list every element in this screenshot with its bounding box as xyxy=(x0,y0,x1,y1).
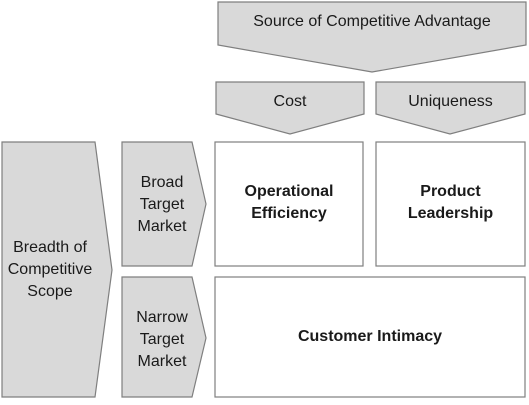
narrow-market-arrow xyxy=(121,276,207,398)
operational-efficiency-label: Operational Efficiency xyxy=(244,183,334,222)
customer-intimacy-label: Customer Intimacy xyxy=(297,328,443,345)
uniqueness-arrow xyxy=(375,81,526,135)
product-leadership-label: Product Leadership xyxy=(407,183,494,222)
source-arrow xyxy=(217,1,527,73)
broad-market-arrow xyxy=(121,141,207,267)
uniqueness-label: Uniqueness xyxy=(408,93,493,110)
scope-label: Breadth of Competitive Scope xyxy=(7,239,93,300)
cost-arrow xyxy=(215,81,365,135)
customer-intimacy-box xyxy=(214,276,526,398)
product-leadership-box xyxy=(375,141,526,267)
operational-efficiency-box xyxy=(214,141,364,267)
source-label: Source of Competitive Advantage xyxy=(253,13,491,30)
scope-arrow xyxy=(1,141,113,398)
narrow-market-label: Narrow Target Market xyxy=(136,309,188,370)
cost-label: Cost xyxy=(273,93,307,110)
broad-market-label: Broad Target Market xyxy=(137,174,187,235)
